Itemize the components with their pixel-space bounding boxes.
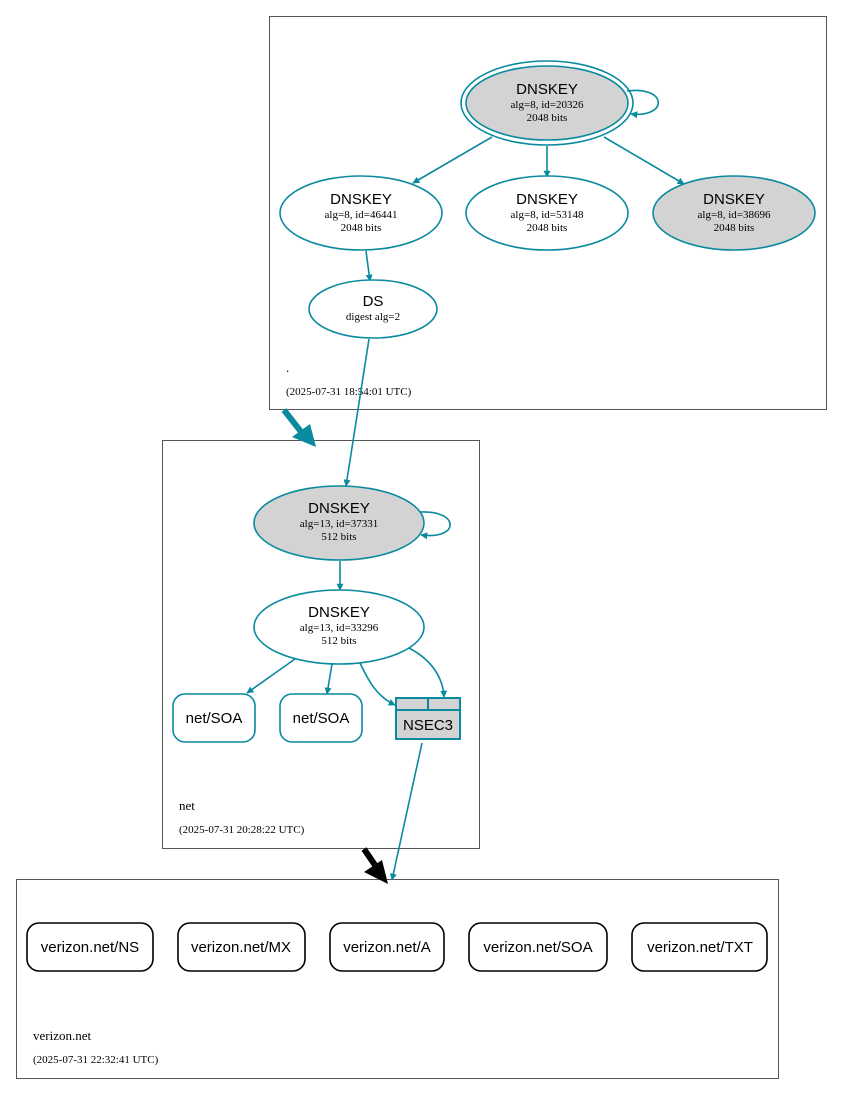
node-net-ds-details: digest alg=2 xyxy=(346,311,400,323)
node-verizon-txt-label: verizon.net/TXT xyxy=(647,939,753,956)
node-net-ksk-type: DNSKEY xyxy=(308,500,370,517)
node-root-ksk-outer xyxy=(460,60,634,146)
node-net-nsec3-header-left xyxy=(395,697,429,711)
node-net-zsk[interactable]: DNSKEY alg=13, id=33296 512 bits xyxy=(253,589,425,665)
delegation-arrows xyxy=(281,408,388,884)
zone-net: net (2025-07-31 20:28:22 UTC) xyxy=(162,440,480,849)
edges xyxy=(246,89,685,881)
node-net-zsk-size: 512 bits xyxy=(321,635,356,647)
node-net-zsk-shape xyxy=(253,589,425,665)
zone-net-border xyxy=(162,440,480,849)
node-net-soa-1[interactable]: net/SOA xyxy=(172,693,256,743)
zone-verizon-border xyxy=(16,879,779,1079)
node-net-ds-shape xyxy=(308,279,438,339)
node-root-zsk-53148-shape xyxy=(465,175,629,251)
node-net-nsec3-header-right xyxy=(427,697,461,711)
node-verizon-mx-label: verizon.net/MX xyxy=(191,939,291,956)
zone-verizon: verizon.net (2025-07-31 22:32:41 UTC) xyxy=(16,879,779,1079)
node-root-zsk-46441-details: alg=8, id=46441 xyxy=(325,209,398,221)
node-root-zsk-46441-shape xyxy=(279,175,443,251)
zone-verizon-label: verizon.net xyxy=(33,1028,92,1043)
node-net-nsec3-body xyxy=(395,709,461,740)
node-root-zsk-53148-type: DNSKEY xyxy=(516,191,578,208)
node-net-nsec3[interactable]: NSEC3 xyxy=(395,697,461,740)
edge-net-zsk-to-soa2 xyxy=(324,663,333,695)
node-root-ksk-inner xyxy=(465,65,629,141)
node-root-ksk-38696-type: DNSKEY xyxy=(703,191,765,208)
node-root-ksk-38696-details: alg=8, id=38696 xyxy=(698,209,771,221)
node-verizon-ns[interactable]: verizon.net/NS xyxy=(26,922,154,972)
edge-net-zsk-to-soa1 xyxy=(246,658,296,694)
node-verizon-ns-label: verizon.net/NS xyxy=(41,939,139,956)
node-verizon-soa-shape xyxy=(468,922,608,972)
node-verizon-mx-shape xyxy=(177,922,306,972)
node-root-zsk-53148[interactable]: DNSKEY alg=8, id=53148 2048 bits xyxy=(465,175,629,251)
node-root-ksk-38696-size: 2048 bits xyxy=(714,222,755,234)
edge-net-zsk-to-nsec3-a xyxy=(358,660,396,706)
node-net-ksk-details: alg=13, id=37331 xyxy=(300,518,378,530)
node-verizon-a-label: verizon.net/A xyxy=(343,939,431,956)
node-verizon-soa[interactable]: verizon.net/SOA xyxy=(468,922,608,972)
zone-root: . (2025-07-31 18:54:01 UTC) xyxy=(269,16,827,410)
node-root-ksk-details: alg=8, id=20326 xyxy=(511,99,584,111)
edge-46441-to-ds xyxy=(365,250,373,282)
node-net-ksk-size: 512 bits xyxy=(321,531,356,543)
zone-verizon-timestamp: (2025-07-31 22:32:41 UTC) xyxy=(33,1054,159,1066)
node-net-soa-2-label: net/SOA xyxy=(293,710,350,727)
node-root-ksk[interactable]: DNSKEY alg=8, id=20326 2048 bits xyxy=(460,60,634,146)
node-root-zsk-53148-details: alg=8, id=53148 xyxy=(511,209,584,221)
edge-nsec3-to-verizon xyxy=(389,742,423,881)
node-verizon-txt[interactable]: verizon.net/TXT xyxy=(631,922,768,972)
node-verizon-a-shape xyxy=(329,922,445,972)
zone-net-timestamp: (2025-07-31 20:28:22 UTC) xyxy=(179,824,305,836)
node-root-ksk-size: 2048 bits xyxy=(527,112,568,124)
node-net-soa-2[interactable]: net/SOA xyxy=(279,693,363,743)
zone-root-border xyxy=(269,16,827,410)
node-root-zsk-46441[interactable]: DNSKEY alg=8, id=46441 2048 bits xyxy=(279,175,443,251)
node-root-ksk-type: DNSKEY xyxy=(516,81,578,98)
node-verizon-mx[interactable]: verizon.net/MX xyxy=(177,922,306,972)
node-net-zsk-details: alg=13, id=33296 xyxy=(300,622,379,634)
delegation-net-to-verizon-head xyxy=(364,860,388,884)
node-net-soa-2-shape xyxy=(279,693,363,743)
delegation-root-to-net-head xyxy=(292,424,316,447)
edge-root-ksk-self xyxy=(626,89,659,119)
node-verizon-ns-shape xyxy=(26,922,154,972)
edge-ds-to-net-ksk xyxy=(343,338,370,487)
node-net-ds-type: DS xyxy=(363,293,384,310)
node-verizon-soa-label: verizon.net/SOA xyxy=(483,939,592,956)
node-net-soa-1-shape xyxy=(172,693,256,743)
edge-root-ksk-to-46441 xyxy=(412,136,493,184)
node-root-zsk-46441-type: DNSKEY xyxy=(330,191,392,208)
node-root-ksk-38696-shape xyxy=(652,175,816,251)
zone-root-timestamp: (2025-07-31 18:54:01 UTC) xyxy=(286,386,412,398)
node-net-ksk[interactable]: DNSKEY alg=13, id=37331 512 bits xyxy=(253,485,425,561)
node-net-ksk-shape xyxy=(253,485,425,561)
node-net-ds[interactable]: DS digest alg=2 xyxy=(308,279,438,339)
delegation-root-to-net xyxy=(281,408,305,435)
node-net-soa-1-label: net/SOA xyxy=(186,710,243,727)
zone-root-label: . xyxy=(286,360,289,375)
edge-net-zsk-to-nsec3-b xyxy=(408,647,448,698)
zone-net-label: net xyxy=(179,798,195,813)
node-net-zsk-type: DNSKEY xyxy=(308,604,370,621)
node-root-zsk-53148-size: 2048 bits xyxy=(527,222,568,234)
node-net-nsec3-label: NSEC3 xyxy=(403,717,453,734)
edge-net-ksk-self xyxy=(419,511,451,540)
node-verizon-txt-shape xyxy=(631,922,768,972)
node-root-zsk-46441-size: 2048 bits xyxy=(341,222,382,234)
edge-root-ksk-to-38696 xyxy=(603,136,685,185)
node-root-ksk-38696[interactable]: DNSKEY alg=8, id=38696 2048 bits xyxy=(652,175,816,251)
node-verizon-a[interactable]: verizon.net/A xyxy=(329,922,445,972)
